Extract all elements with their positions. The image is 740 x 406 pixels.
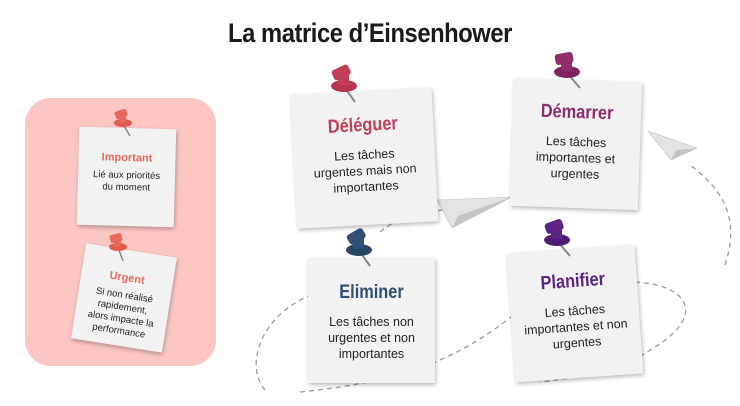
pin-urgent-icon	[109, 233, 127, 262]
quadrant-planifier-body: Les tâches importantes et non urgentes	[523, 301, 629, 352]
pin-deleguer-icon	[331, 64, 357, 103]
quadrant-planifier: Planifier Les tâches importantes et non …	[506, 244, 644, 383]
legend-note-important: Important Lié aux priorités du moment	[76, 126, 177, 228]
pin-important-icon	[114, 108, 132, 137]
legend-important-title: Important	[101, 151, 153, 165]
paper-plane-center-icon	[436, 196, 513, 229]
quadrant-deleguer: Déléguer Les tâches urgentes mais non im…	[290, 87, 439, 229]
quadrant-eliminer-title: Eliminer	[339, 282, 404, 303]
legend-important-body: Lié aux priorités du moment	[92, 169, 161, 194]
page-title: La matrice d’Einsenhower	[228, 18, 512, 48]
pin-planifier-icon	[544, 219, 571, 257]
pin-eliminer-icon	[346, 228, 372, 267]
pin-demarrer-icon	[554, 51, 581, 89]
quadrant-demarrer-title: Démarrer	[540, 100, 614, 125]
quadrant-eliminer: Eliminer Les tâches non urgentes et non …	[308, 258, 435, 383]
quadrant-deleguer-title: Déléguer	[327, 113, 399, 138]
quadrant-eliminer-body: Les tâches non urgentes et non important…	[328, 315, 415, 361]
quadrant-planifier-title: Planifier	[539, 268, 606, 295]
legend-urgent-body: Si non réalisé rapidement, alors impacte…	[86, 285, 155, 341]
quadrant-demarrer: Démarrer Les tâches importantes et urgen…	[509, 77, 643, 211]
quadrant-deleguer-body: Les tâches urgentes mais non importantes	[313, 146, 417, 196]
quadrant-demarrer-body: Les tâches importantes et urgentes	[535, 133, 616, 182]
paper-plane-right-icon	[647, 130, 698, 161]
